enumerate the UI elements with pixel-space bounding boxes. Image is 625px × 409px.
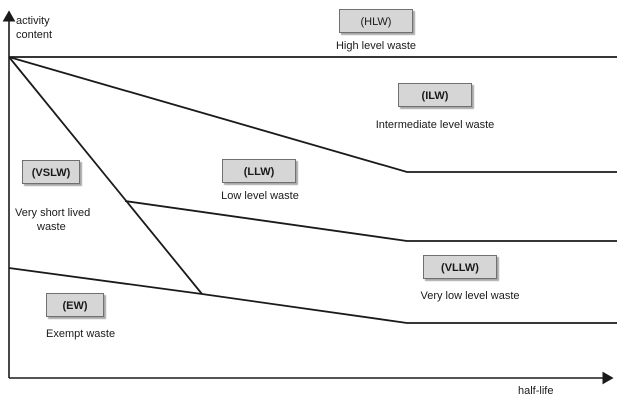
- x-axis-label: half-life: [518, 385, 554, 397]
- vslw-label-line1: Very short lived: [15, 207, 91, 219]
- ew-box: (EW): [46, 293, 104, 317]
- vslw-boundary-line: [8, 56, 203, 295]
- llw-label: Low level waste: [221, 190, 299, 202]
- vllw-box: (VLLW): [423, 255, 497, 279]
- ilw-llw-boundary-line: [8, 56, 617, 173]
- y-axis-label-line1: activity: [16, 15, 50, 27]
- vslw-label-line2: waste: [37, 221, 66, 233]
- hlw-box: (HLW): [339, 9, 413, 33]
- vllw-label: Very low level waste: [420, 290, 520, 302]
- y-axis-label-line2: content: [16, 29, 53, 41]
- vslw-box: (VSLW): [22, 160, 80, 184]
- llw-vllw-boundary-line: [124, 200, 617, 242]
- ilw-label: Intermediate level waste: [375, 119, 495, 131]
- ew-boundary-line: [8, 267, 617, 324]
- hlw-label: High level waste: [335, 40, 417, 52]
- ilw-box: (ILW): [398, 83, 472, 107]
- llw-box: (LLW): [222, 159, 296, 183]
- ew-label: Exempt waste: [46, 328, 116, 340]
